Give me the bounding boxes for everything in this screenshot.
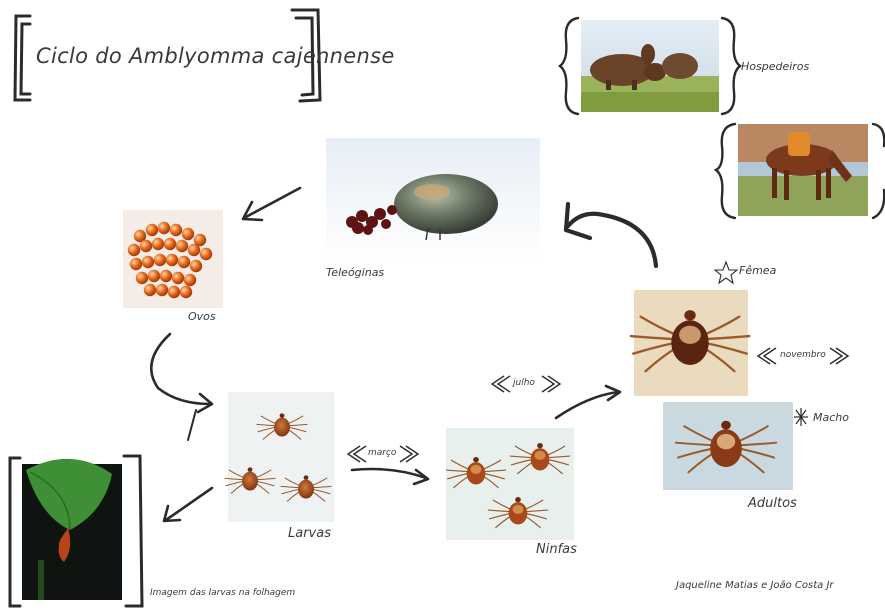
male-asterisk-icon	[794, 408, 808, 426]
month-label-julho: julho	[513, 378, 535, 388]
diagram-title: Ciclo do Amblyomma cajennense	[36, 44, 395, 68]
foliage-caption: Imagem das larvas na folhagem	[150, 588, 295, 598]
arrow-ovos-to-larvas	[151, 334, 212, 412]
hosts-label: Hospedeiros	[741, 60, 809, 73]
teleoginas-photo	[326, 138, 540, 262]
female-star-icon	[715, 262, 737, 283]
arrow-larvas-to-ninfas	[352, 469, 428, 484]
capybara-photo	[581, 20, 719, 112]
sex-label-macho: Macho	[813, 411, 849, 424]
credits: Jaqueline Matias e João Costa Jr	[676, 580, 834, 591]
arrow-teleoginas-to-ovos	[243, 188, 300, 220]
stage-label-ninfas: Ninfas	[536, 542, 577, 557]
title-bracket-left	[15, 16, 30, 100]
ovos-arrow-tail	[188, 410, 196, 440]
stage-label-ovos: Ovos	[188, 310, 216, 323]
foliage-photo	[22, 459, 122, 600]
arrow-ninfas-to-adultos	[556, 386, 620, 418]
stage-label-teleoginas: Teleóginas	[326, 266, 384, 279]
arrow-adultos-to-teleoginas	[566, 204, 656, 266]
ninfas-photo	[446, 428, 574, 540]
stage-label-adultos: Adultos	[748, 496, 797, 511]
stage-label-larvas: Larvas	[288, 526, 331, 541]
month-label-marco: março	[368, 448, 396, 458]
larvas-photo	[228, 392, 334, 522]
arrow-larvas-to-foliage	[164, 488, 212, 521]
horse-photo	[738, 124, 868, 216]
ovos-photo	[123, 210, 223, 308]
sex-label-femea: Fêmea	[739, 264, 776, 277]
month-label-novembro: novembro	[780, 350, 826, 360]
